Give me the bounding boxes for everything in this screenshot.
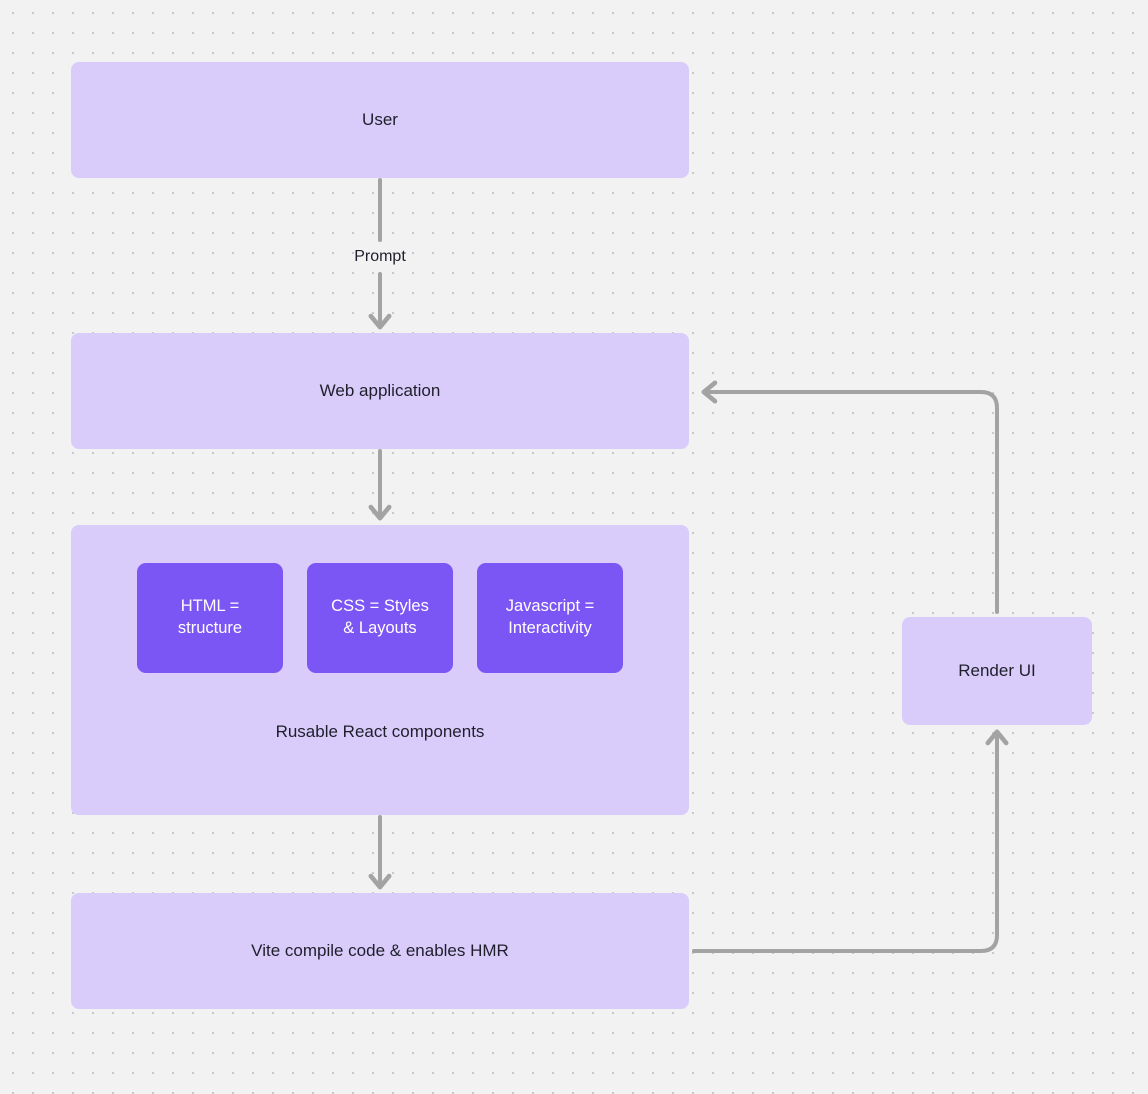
node-html-label-line1: HTML =: [180, 597, 240, 616]
node-html[interactable]: HTML = structure: [137, 563, 283, 673]
node-components[interactable]: HTML = structure CSS = Styles & Layouts …: [71, 525, 689, 815]
node-web-application[interactable]: Web application: [71, 333, 689, 449]
node-vite[interactable]: Vite compile code & enables HMR: [71, 893, 689, 1009]
node-css-label-line1: CSS = Styles: [331, 597, 429, 616]
node-css-label-line2: & Layouts: [343, 619, 417, 637]
node-css[interactable]: CSS = Styles & Layouts: [307, 563, 453, 673]
node-vite-label: Vite compile code & enables HMR: [251, 940, 509, 960]
node-javascript[interactable]: Javascript = Interactivity: [477, 563, 623, 673]
node-components-label: Rusable React components: [275, 722, 485, 741]
node-user-label: User: [362, 109, 398, 129]
node-javascript-label-line1: Javascript =: [505, 597, 595, 616]
node-html-label-line2: structure: [177, 619, 243, 637]
node-render-ui[interactable]: Render UI: [902, 617, 1092, 725]
edge-label-prompt: Prompt: [354, 248, 406, 265]
edge-vite-to-render-ui: [692, 729, 1009, 953]
node-javascript-label-line2: Interactivity: [508, 619, 592, 637]
node-render-ui-label: Render UI: [958, 660, 1036, 680]
node-web-application-label: Web application: [319, 380, 441, 400]
node-user[interactable]: User: [71, 62, 689, 178]
edge-render-ui-to-web-application: [701, 380, 999, 614]
